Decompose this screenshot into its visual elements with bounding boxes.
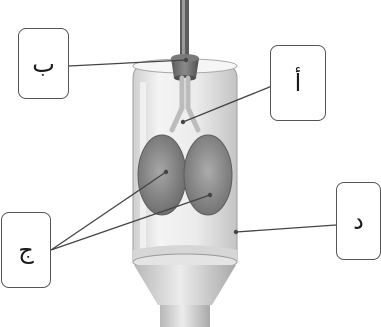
label-j: ج — [1, 212, 51, 288]
glass-tube — [180, 0, 189, 58]
leader-line-a — [182, 85, 273, 123]
label-b: ب — [18, 28, 69, 99]
label-a: أ — [270, 45, 326, 121]
bronchi — [169, 75, 201, 133]
leader-line-j-left — [50, 171, 167, 251]
leader-line-j-right — [50, 194, 211, 251]
lung-right — [183, 134, 233, 216]
leader-line-d — [235, 224, 337, 233]
rubber-diaphragm — [132, 245, 238, 327]
leader-line-b — [68, 59, 187, 67]
label-d: د — [336, 182, 381, 260]
